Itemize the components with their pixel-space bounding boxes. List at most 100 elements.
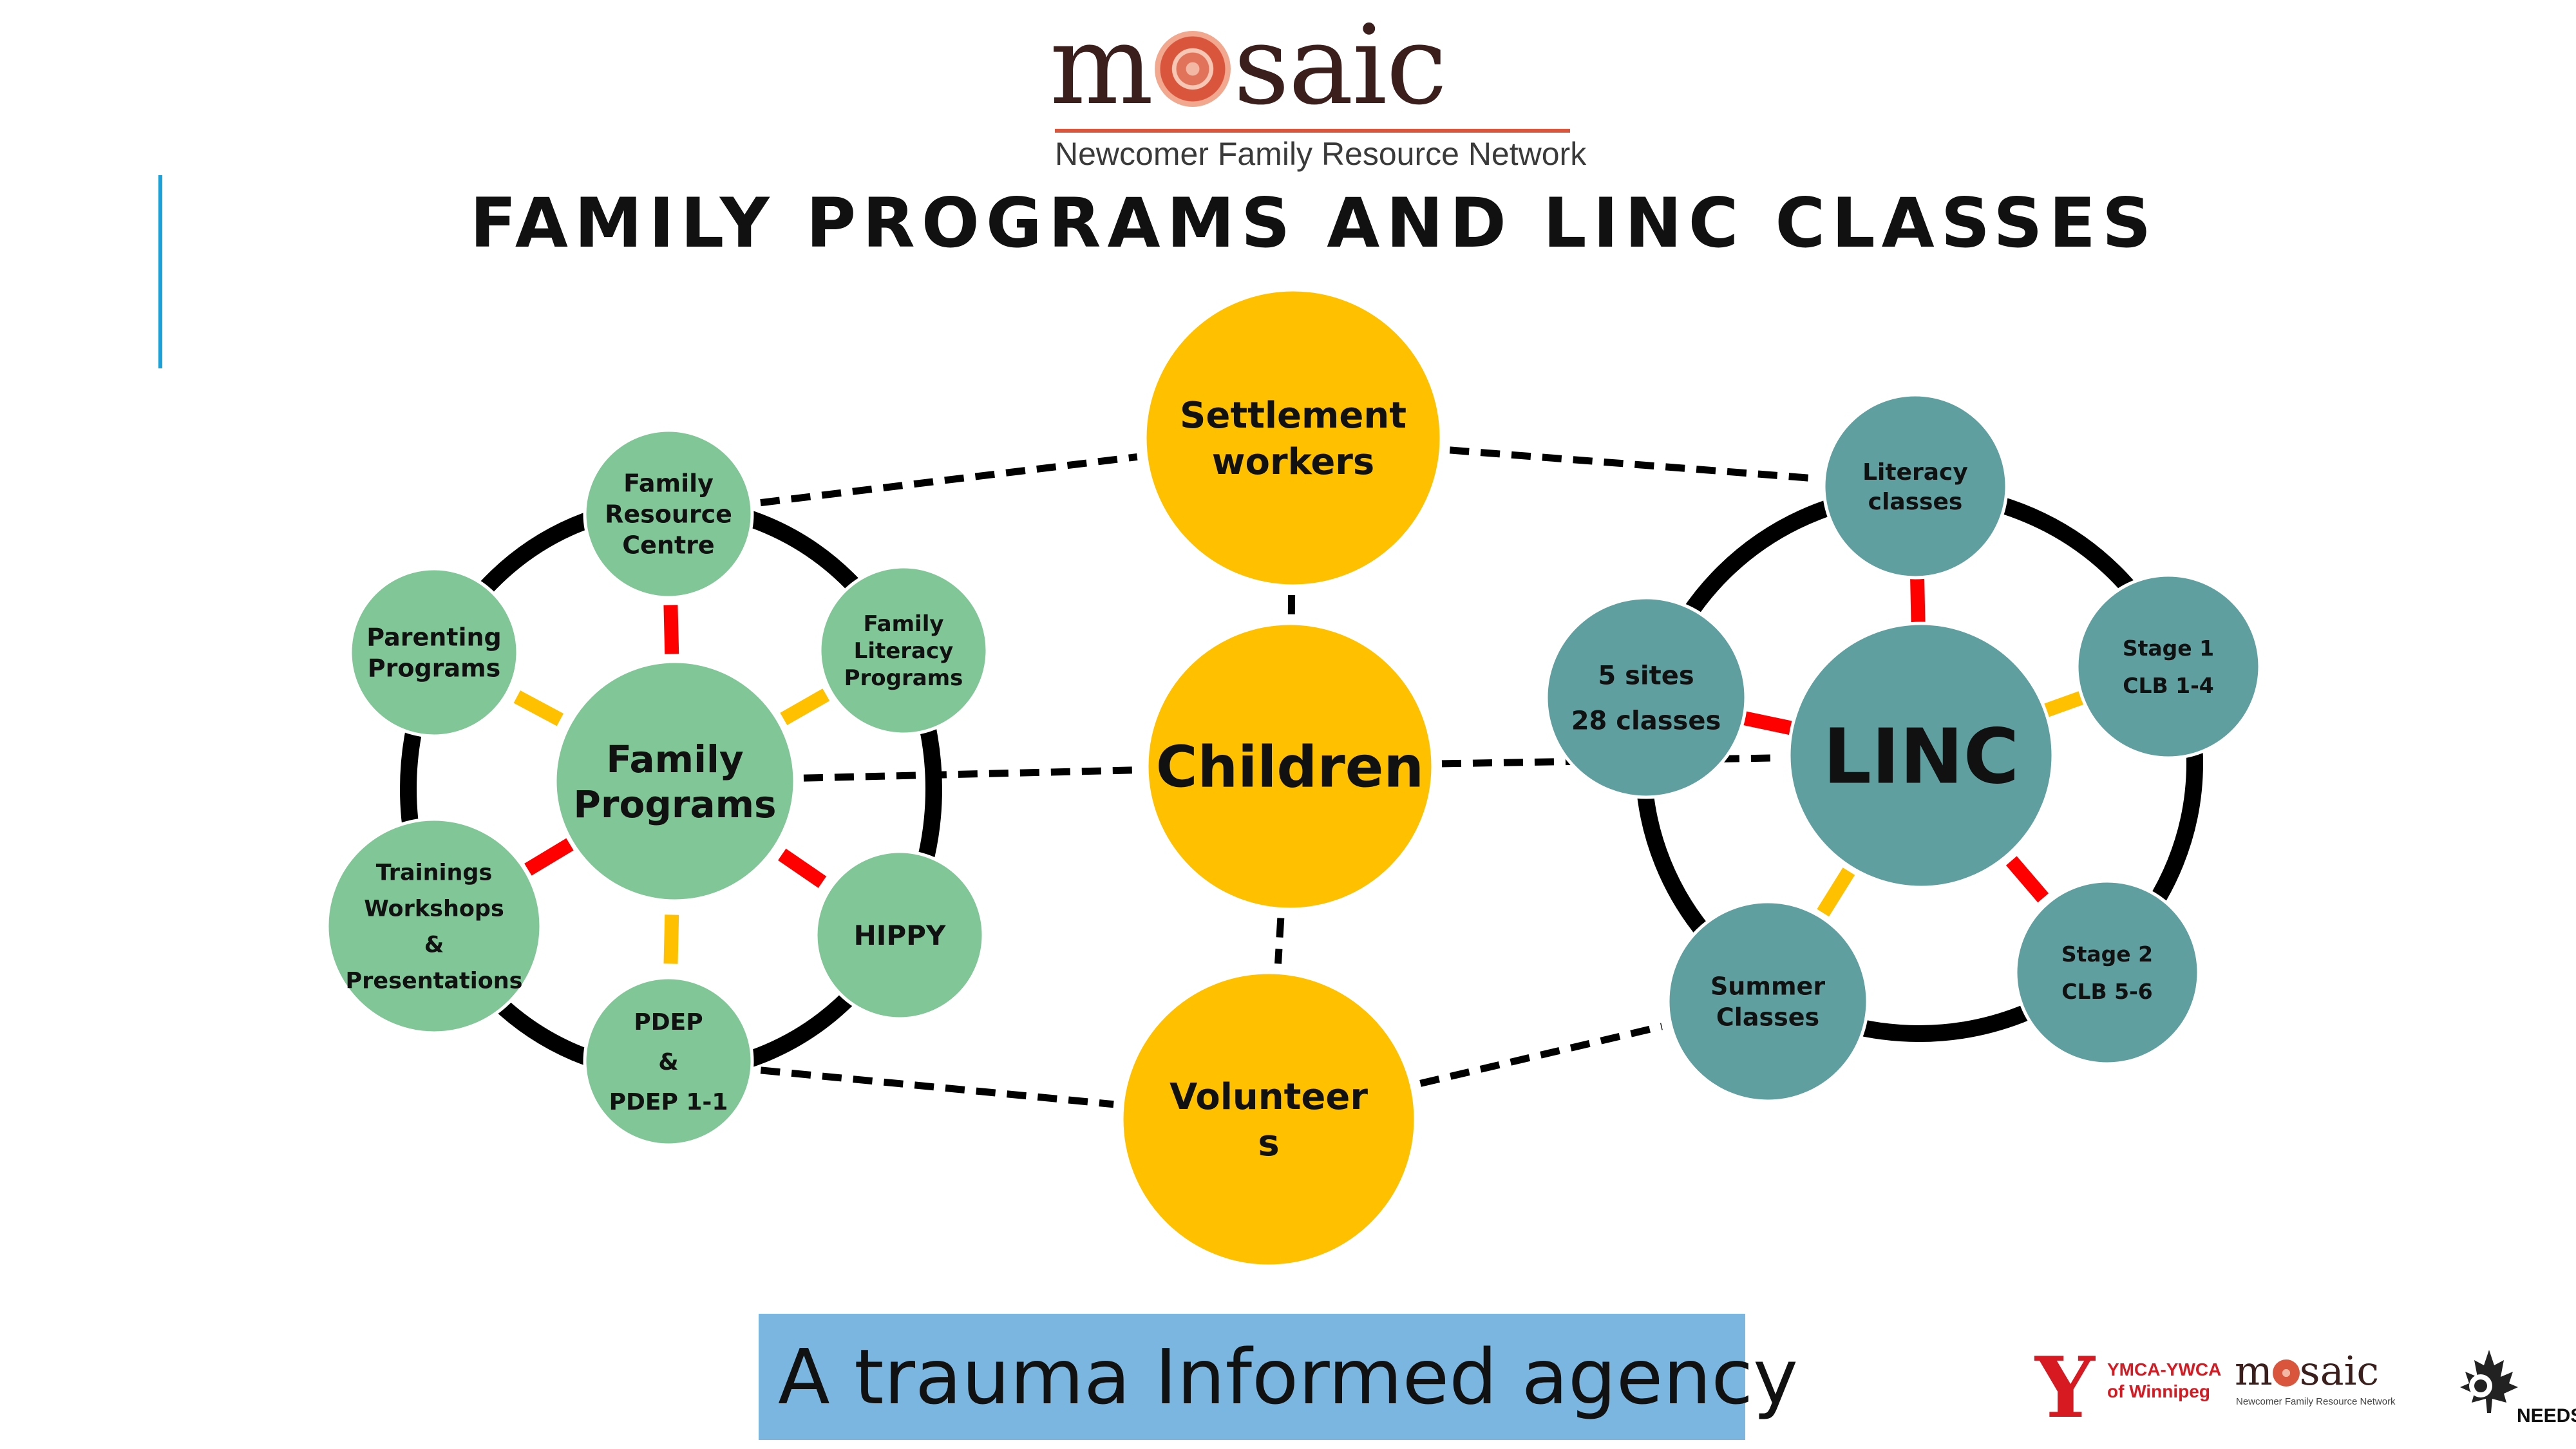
node-label: 28 classes [1571,706,1721,735]
node-literacy-classes: Literacy classes [1822,393,2009,580]
node-label: Centre [622,531,714,560]
node-label: CLB 1-4 [2123,673,2214,698]
connector-linc-5-sites [1742,711,1794,735]
logo-rule [1055,129,1570,133]
node-label: Children [1156,734,1424,800]
connector-family-resource-centre-settlement-workers [760,453,1138,507]
connector-family-programs-trainings [524,838,574,876]
node-circle [2014,879,2201,1066]
node-circle [818,565,989,736]
needs-text: NEEDS [2517,1405,2576,1426]
mosaic-small-end: saic [2299,1347,2380,1394]
node-label: Programs [368,654,501,683]
node-circle [2075,573,2262,760]
connector-family-programs-parenting-programs [513,690,564,726]
node-circle [325,817,543,1035]
node-hippy: HIPPY [814,849,985,1021]
logo-subtitle: Newcomer Family Resource Network [1055,136,1587,172]
connector-settlement-workers-literacy-classes [1449,446,1815,482]
banner: A trauma Informed agency [759,1314,1798,1440]
ymca-text: YMCA-YWCA of Winnipeg [2107,1359,2221,1403]
node-label: Presentations [345,969,522,994]
node-children: Children [1145,621,1435,911]
node-label: Literacy [1862,459,1968,486]
node-linc: LINC [1787,621,2055,889]
node-label: Family [863,611,943,637]
node-label: Settlement [1180,395,1406,437]
connector-linc-stage-1 [2043,690,2085,718]
mosaic-small-subtitle: Newcomer Family Resource Network [2236,1396,2396,1407]
node-circle [583,976,754,1147]
connector-linc-summer-classes [1817,867,1855,917]
logo-wordmark-end: saic [1233,2,1447,129]
node-circle [583,428,754,600]
node-label: & [658,1049,678,1075]
node-label: Volunteer [1170,1076,1368,1118]
banner-text: A trauma Informed agency [778,1332,1798,1421]
accent-bar [158,175,162,368]
node-label: Programs [573,782,776,826]
connector-pdep-volunteers [760,1066,1114,1108]
node-circle [1787,621,2055,889]
node-circle [814,849,985,1021]
nodes: FamilyProgramsFamilyResourceCentreFamily… [325,288,2262,1268]
node-circle [553,659,797,903]
needs-logo: NEEDS [2441,1346,2576,1430]
node-label: Family [606,737,743,781]
node-stage-2: Stage 2 CLB 5-6 [2014,879,2201,1066]
node-label: HIPPY [854,920,946,951]
connector-family-programs-family-literacy-programs [780,688,830,726]
node-label: classes [1868,489,1963,515]
node-label: Stage 2 [2061,942,2153,967]
node-label: s [1258,1122,1279,1164]
node-label: PDEP [634,1009,703,1036]
node-circle [348,567,520,738]
mosaic-flower-icon [1155,31,1231,107]
node-label: CLB 5-6 [2061,979,2153,1004]
mosaic-small-start: m [2235,1347,2273,1394]
node-label: LINC [1823,712,2019,800]
ymca-text-line: of Winnipeg [2107,1381,2210,1401]
connector-family-programs-hippy [778,848,827,888]
node-pdep: PDEP & PDEP 1-1 [583,976,754,1147]
page-title: FAMILY PROGRAMS AND LINC CLASSES [469,184,2158,263]
node-label: Workshops [364,896,504,922]
node-label: PDEP 1-1 [609,1089,728,1115]
node-label: & [424,933,444,958]
node-circle [1822,393,2009,580]
node-label: Summer [1710,972,1825,1001]
connector-linc-stage-2 [2005,856,2049,903]
mosaic-flower-icon [2272,1359,2300,1387]
node-label: Family [623,469,714,498]
maple-leaf-icon [2460,1350,2518,1413]
logo-wordmark-start: m [1050,2,1153,129]
ymca-y-mark: Y [2035,1338,2095,1437]
node-circle [1544,596,1748,799]
node-label: Classes [1716,1003,1819,1032]
connector-linc-literacy-classes [1910,577,1926,624]
node-circle [1666,900,1870,1103]
connector-family-programs-children [803,766,1139,782]
node-label: Parenting [366,623,501,652]
node-circle [1143,288,1443,588]
node-stage-1: Stage 1 CLB 1-4 [2075,573,2262,760]
connector-family-programs-family-resource-centre [663,605,679,654]
node-label: Resource [605,500,732,529]
node-label: workers [1212,441,1375,483]
node-label: Stage 1 [2123,636,2214,661]
node-circle [1145,621,1435,911]
